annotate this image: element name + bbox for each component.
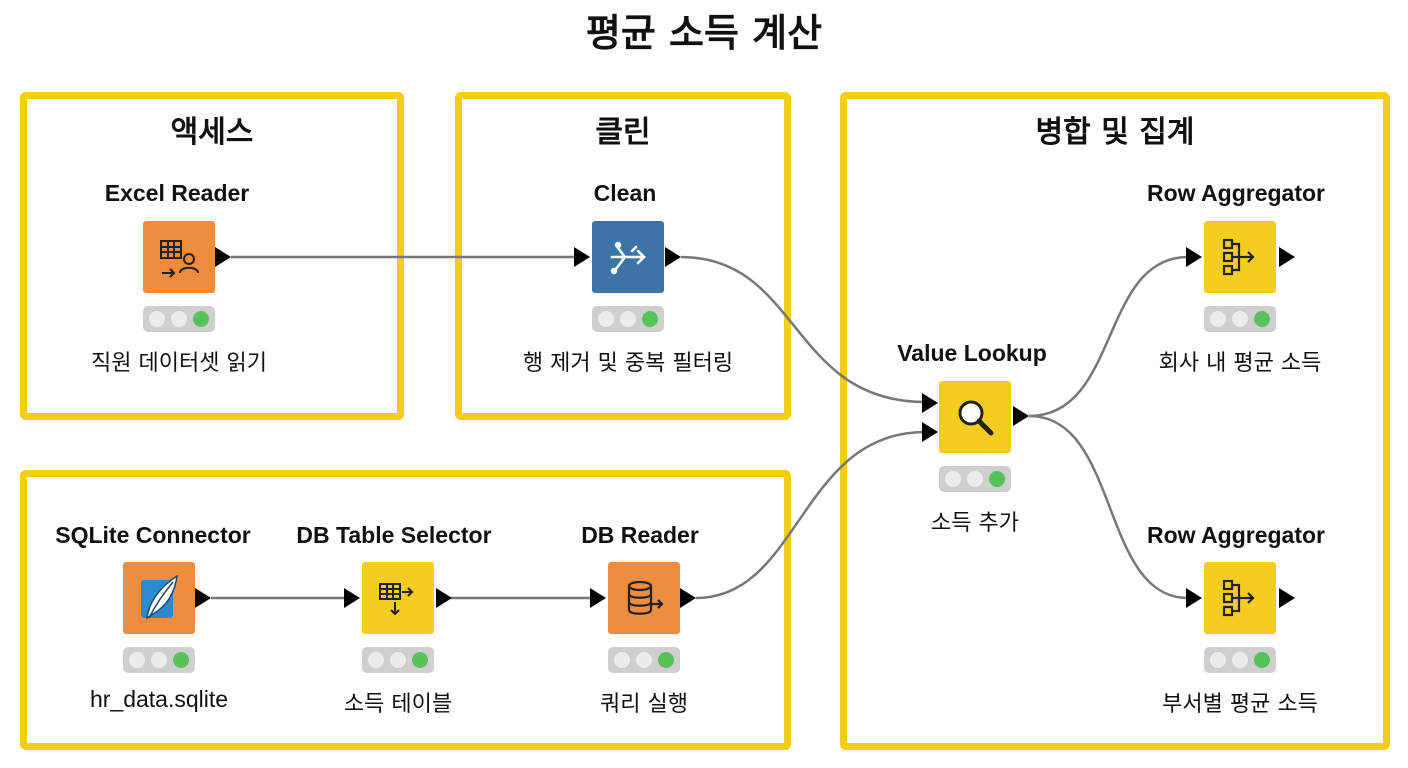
node-label-row-aggregator-1: 회사 내 평균 소득 bbox=[1158, 351, 1322, 376]
node-title-db-reader: DB Reader bbox=[581, 522, 699, 548]
node-sqlite-connector[interactable] bbox=[123, 562, 195, 634]
table-select-icon bbox=[379, 583, 414, 616]
node-db-reader[interactable] bbox=[608, 562, 680, 634]
workflow-title: 평균 소득 계산 bbox=[585, 11, 823, 55]
status-indicator-value-lookup bbox=[939, 466, 1011, 492]
status-indicator-db-table-selector bbox=[362, 647, 434, 673]
node-label-clean: 행 제거 및 중복 필터링 bbox=[522, 351, 734, 376]
node-title-clean: Clean bbox=[593, 180, 657, 206]
group-merge: 병합 및 집계 bbox=[840, 92, 1390, 750]
node-clean[interactable] bbox=[592, 221, 664, 293]
node-title-row-aggregator-1: Row Aggregator bbox=[1146, 180, 1326, 206]
node-label-excel-reader: 직원 데이터셋 읽기 bbox=[91, 351, 267, 376]
node-label-value-lookup: 소득 추가 bbox=[931, 511, 1019, 536]
status-indicator-excel-reader bbox=[143, 306, 215, 332]
node-title-sqlite-connector: SQLite Connector bbox=[55, 522, 251, 548]
status-indicator-row-aggregator-1 bbox=[1204, 306, 1276, 332]
node-excel-reader[interactable] bbox=[143, 221, 215, 293]
node-label-db-table-selector: 소득 테이블 bbox=[343, 692, 453, 717]
aggregate-icon bbox=[1222, 579, 1255, 617]
node-title-db-table-selector: DB Table Selector bbox=[296, 522, 492, 548]
node-label-db-reader: 쿼리 실행 bbox=[600, 692, 688, 717]
aggregate-icon bbox=[1222, 238, 1255, 276]
node-title-row-aggregator-2: Row Aggregator bbox=[1146, 522, 1326, 548]
group-title-access: 액세스 bbox=[170, 115, 254, 150]
split-arrow-icon bbox=[610, 241, 646, 275]
group-title-merge: 병합 및 집계 bbox=[1035, 115, 1195, 150]
status-indicator-clean bbox=[592, 306, 664, 332]
node-db-table-selector[interactable] bbox=[362, 562, 434, 634]
node-row-aggregator-1[interactable] bbox=[1204, 221, 1276, 293]
node-title-value-lookup: Value Lookup bbox=[897, 340, 1047, 366]
group-title-clean: 클린 bbox=[595, 115, 651, 150]
status-indicator-db-reader bbox=[608, 647, 680, 673]
table-person-icon bbox=[160, 240, 199, 278]
node-title-excel-reader: Excel Reader bbox=[104, 180, 250, 206]
status-indicator-row-aggregator-2 bbox=[1204, 647, 1276, 673]
node-label-sqlite-connector: hr_data.sqlite bbox=[89, 686, 229, 712]
feather-icon bbox=[141, 574, 178, 620]
status-indicator-sqlite-connector bbox=[123, 647, 195, 673]
node-label-row-aggregator-2: 부서별 평균 소득 bbox=[1162, 692, 1318, 717]
node-value-lookup[interactable] bbox=[939, 381, 1011, 453]
node-row-aggregator-2[interactable] bbox=[1204, 562, 1276, 634]
database-icon bbox=[627, 580, 664, 615]
group-db bbox=[20, 470, 791, 750]
magnifier-icon bbox=[958, 400, 994, 436]
